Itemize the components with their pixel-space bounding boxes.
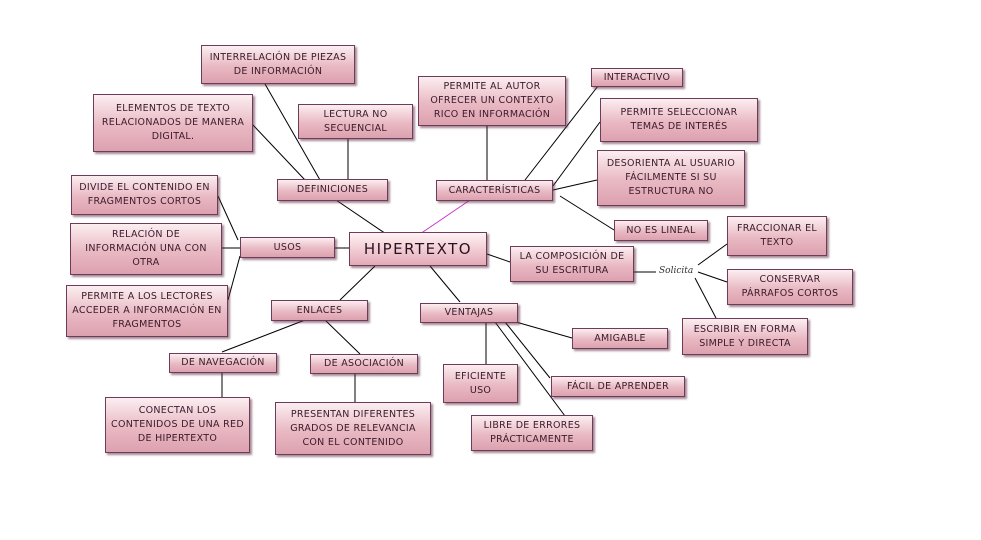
node-elementos: ELEMENTOS DE TEXTO RELACIONADOS DE MANER… <box>93 94 253 152</box>
node-facil: FÁCIL DE APRENDER <box>551 376 685 397</box>
link-car-interactivo <box>524 85 599 181</box>
link-center-definiciones <box>335 199 393 239</box>
node-interrelacion: INTERRELACIÓN DE PIEZAS DE INFORMACIÓN <box>201 45 355 84</box>
node-conservar: CONSERVAR PÁRRAFOS CORTOS <box>727 269 853 305</box>
node-no-lineal: NO ES LINEAL <box>614 220 708 241</box>
node-enlaces: ENLACES <box>271 300 368 321</box>
node-eficiente: EFICIENTE USO <box>443 364 518 403</box>
link-center-composicion <box>486 253 511 263</box>
link-ven-facil <box>504 321 551 379</box>
node-composicion: LA COMPOSICIÓN DE SU ESCRITURA <box>510 246 634 282</box>
node-permite-seleccionar: PERMITE SELECCIONAR TEMAS DE INTERÉS <box>600 98 758 142</box>
node-desorienta: DESORIENTA AL USUARIO FÁCILMENTE SI SU E… <box>597 150 745 206</box>
node-permite-autor: PERMITE AL AUTOR OFRECER UN CONTEXTO RIC… <box>418 76 566 126</box>
node-permite-lectores: PERMITE A LOS LECTORES ACCEDER A INFORMA… <box>66 285 228 337</box>
node-hipertexto: HIPERTEXTO <box>349 232 487 266</box>
link-center-enlaces <box>339 265 376 301</box>
link-ven-libre <box>494 321 566 417</box>
link-car-nolineal <box>559 195 615 231</box>
link-enl-asociacion <box>324 319 361 355</box>
link-usos-lectores <box>227 255 241 301</box>
node-amigable: AMIGABLE <box>572 328 668 349</box>
node-fraccionar: FRACCIONAR EL TEXTO <box>727 216 827 256</box>
link-ven-amigable <box>515 321 573 339</box>
link-car-desorienta <box>552 179 598 191</box>
link-solicita-escribir <box>694 277 717 319</box>
node-caracteristicas: CARACTERÍSTICAS <box>436 180 553 201</box>
node-navegacion: DE NAVEGACIÓN <box>169 353 277 373</box>
link-def-elementos <box>252 124 306 181</box>
node-interactivo: INTERACTIVO <box>591 68 683 87</box>
node-presentan: PRESENTAN DIFERENTES GRADOS DE RELEVANCI… <box>275 402 431 455</box>
link-solicita-conservar <box>697 271 728 283</box>
link-center-caracteristicas <box>419 199 471 235</box>
node-definiciones: DEFINICIONES <box>277 179 388 201</box>
node-usos: USOS <box>240 237 335 258</box>
link-solicita-fraccionar <box>697 243 728 266</box>
node-lectura: LECTURA NO SECUENCIAL <box>298 104 413 139</box>
node-libre: LIBRE DE ERRORES PRÁCTICAMENTE <box>471 415 593 451</box>
node-escribir: ESCRIBIR EN FORMA SIMPLE Y DIRECTA <box>682 318 808 355</box>
link-car-seleccionar <box>552 121 601 187</box>
link-enl-navegacion <box>221 319 306 353</box>
node-conectan: CONECTAN LOS CONTENIDOS DE UNA RED DE HI… <box>105 397 250 453</box>
node-asociacion: DE ASOCIACIÓN <box>310 354 418 374</box>
node-relacion: RELACIÓN DE INFORMACIÓN UNA CON OTRA <box>70 223 222 275</box>
link-usos-divide <box>217 195 239 241</box>
label-solicita: Solicita <box>659 266 694 276</box>
node-divide: DIVIDE EL CONTENIDO EN FRAGMENTOS CORTOS <box>71 175 218 215</box>
node-ventajas: VENTAJAS <box>420 303 518 323</box>
link-center-ventajas <box>429 265 461 303</box>
link-def-interrelacion <box>264 83 321 181</box>
